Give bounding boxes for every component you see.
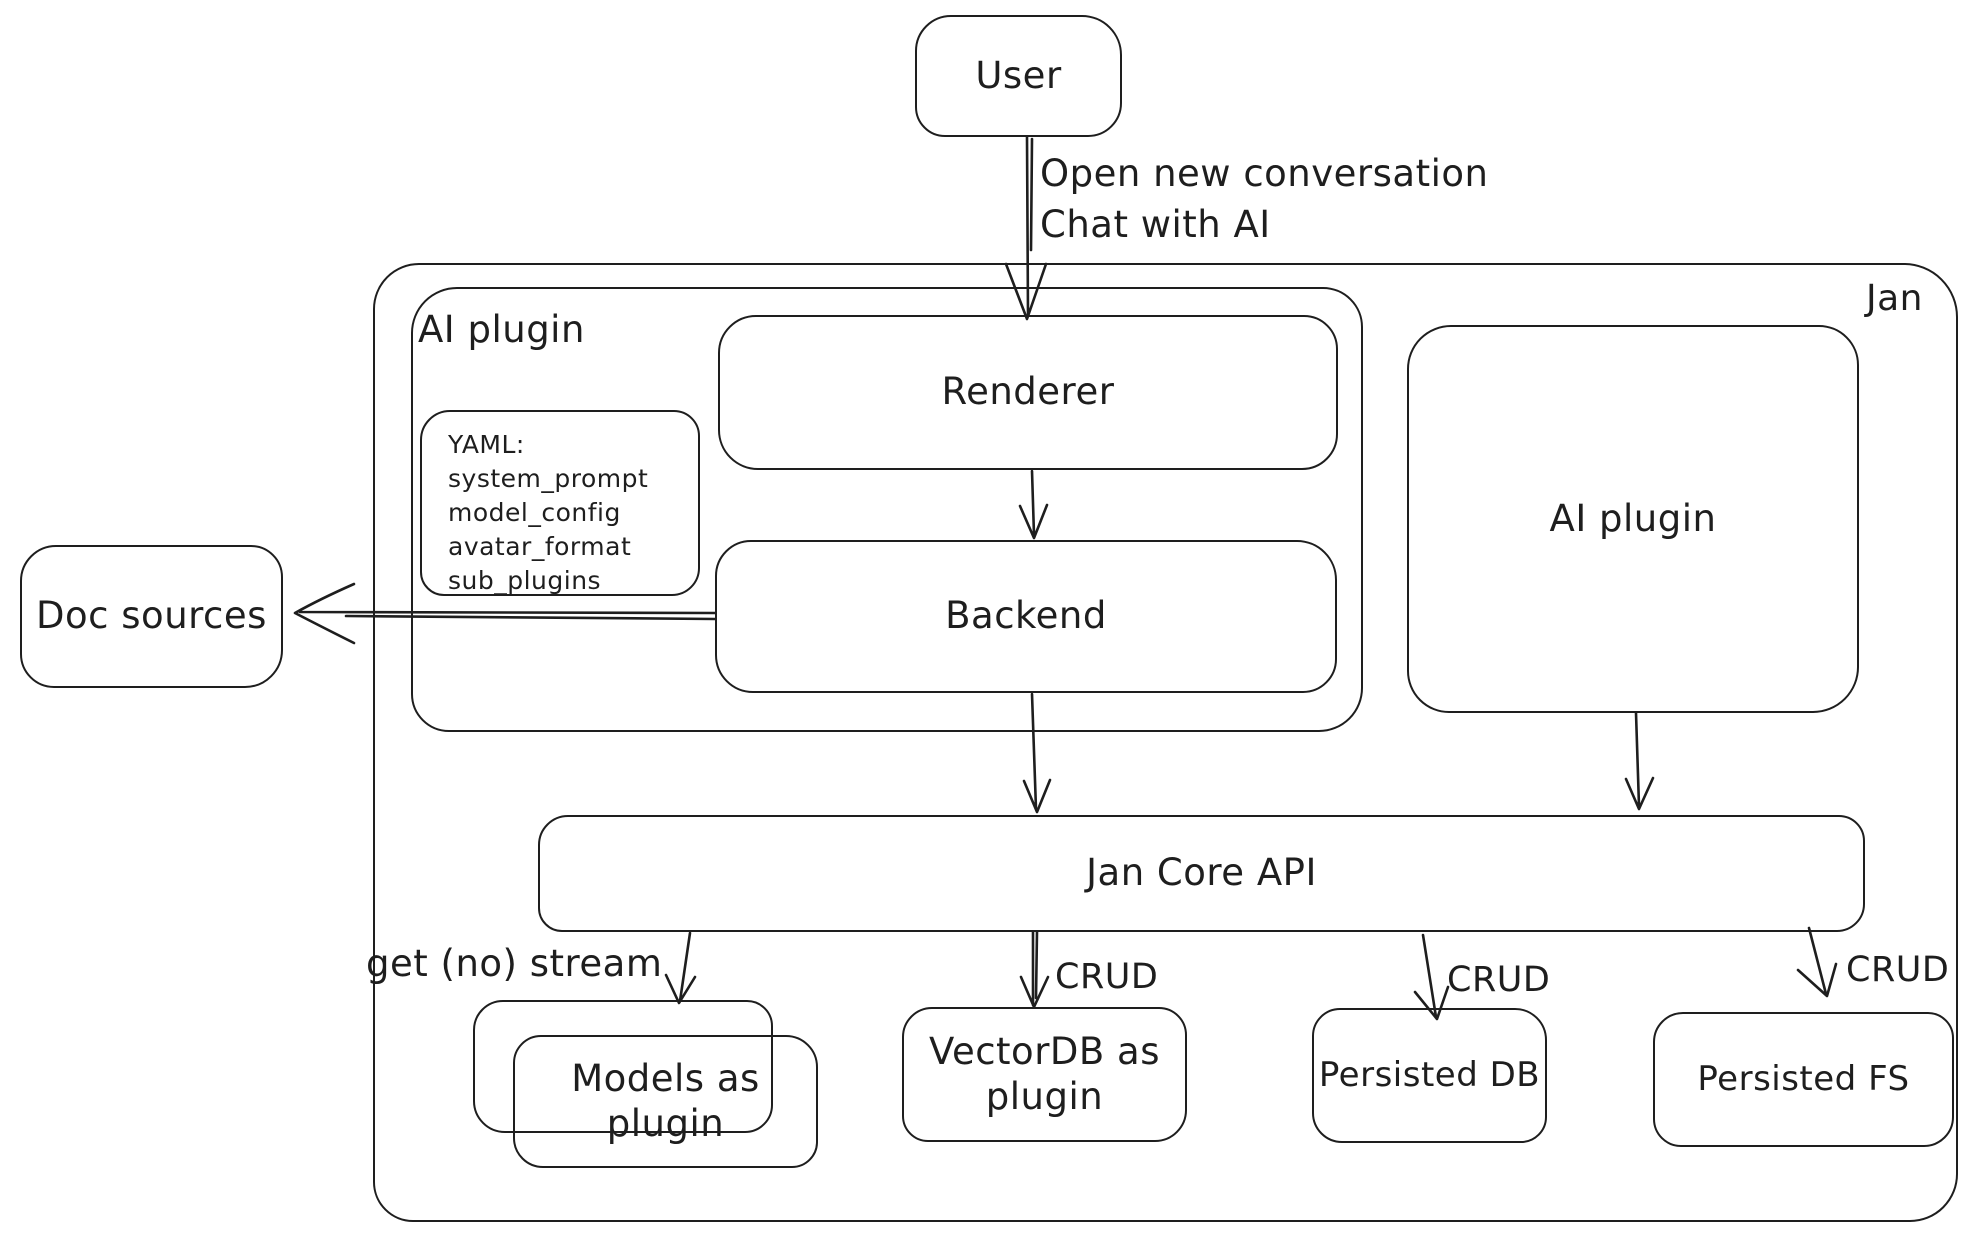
yaml-note-line: model_config bbox=[448, 498, 621, 527]
vectordb-as-plugin-node: VectorDB as plugin bbox=[902, 1007, 1187, 1142]
doc-sources-node: Doc sources bbox=[20, 545, 283, 688]
crud-persisted-db-label: CRUD bbox=[1447, 960, 1551, 1000]
jan-core-api-label: Jan Core API bbox=[1086, 851, 1317, 895]
persisted-db-node: Persisted DB bbox=[1312, 1008, 1547, 1143]
user-arrow-label-line1: Open new conversation bbox=[1040, 152, 1489, 195]
ai-plugin-left-box bbox=[411, 287, 1363, 732]
persisted-fs-node: Persisted FS bbox=[1653, 1012, 1954, 1147]
user-label: User bbox=[975, 53, 1062, 97]
yaml-note-line: YAML: bbox=[448, 430, 525, 459]
jan-core-api-node: Jan Core API bbox=[538, 815, 1865, 932]
ai-plugin-right-node: AI plugin bbox=[1407, 325, 1859, 713]
ai-plugin-left-label: AI plugin bbox=[418, 308, 585, 351]
jan-container-label: Jan bbox=[1866, 278, 1923, 319]
user-arrow-label-line2: Chat with AI bbox=[1040, 203, 1271, 246]
user-node: User bbox=[915, 15, 1122, 137]
models-as-plugin-back-box bbox=[473, 1000, 773, 1133]
vectordb-as-plugin-label: VectorDB as plugin bbox=[929, 1030, 1160, 1118]
models-as-plugin-node: Models as plugin bbox=[513, 1035, 818, 1168]
backend-node: Backend bbox=[715, 540, 1337, 693]
ai-plugin-right-label: AI plugin bbox=[1549, 496, 1717, 540]
renderer-label: Renderer bbox=[941, 370, 1115, 414]
jan-container-box bbox=[373, 263, 1958, 1222]
renderer-node: Renderer bbox=[718, 315, 1338, 470]
crud-persisted-fs-label: CRUD bbox=[1846, 950, 1950, 990]
models-as-plugin-label: Models as plugin bbox=[571, 1057, 760, 1145]
doc-sources-label: Doc sources bbox=[36, 594, 267, 638]
get-no-stream-label: get (no) stream bbox=[366, 942, 663, 985]
yaml-note-box: YAML: system_prompt model_config avatar_… bbox=[420, 410, 700, 596]
crud-vectordb-label: CRUD bbox=[1055, 957, 1159, 997]
persisted-fs-label: Persisted FS bbox=[1697, 1059, 1910, 1100]
yaml-note-line: system_prompt bbox=[448, 464, 649, 493]
persisted-db-label: Persisted DB bbox=[1318, 1055, 1541, 1096]
backend-label: Backend bbox=[945, 594, 1107, 638]
yaml-note-line: sub_plugins bbox=[448, 566, 602, 595]
yaml-note-line: avatar_format bbox=[448, 532, 632, 561]
